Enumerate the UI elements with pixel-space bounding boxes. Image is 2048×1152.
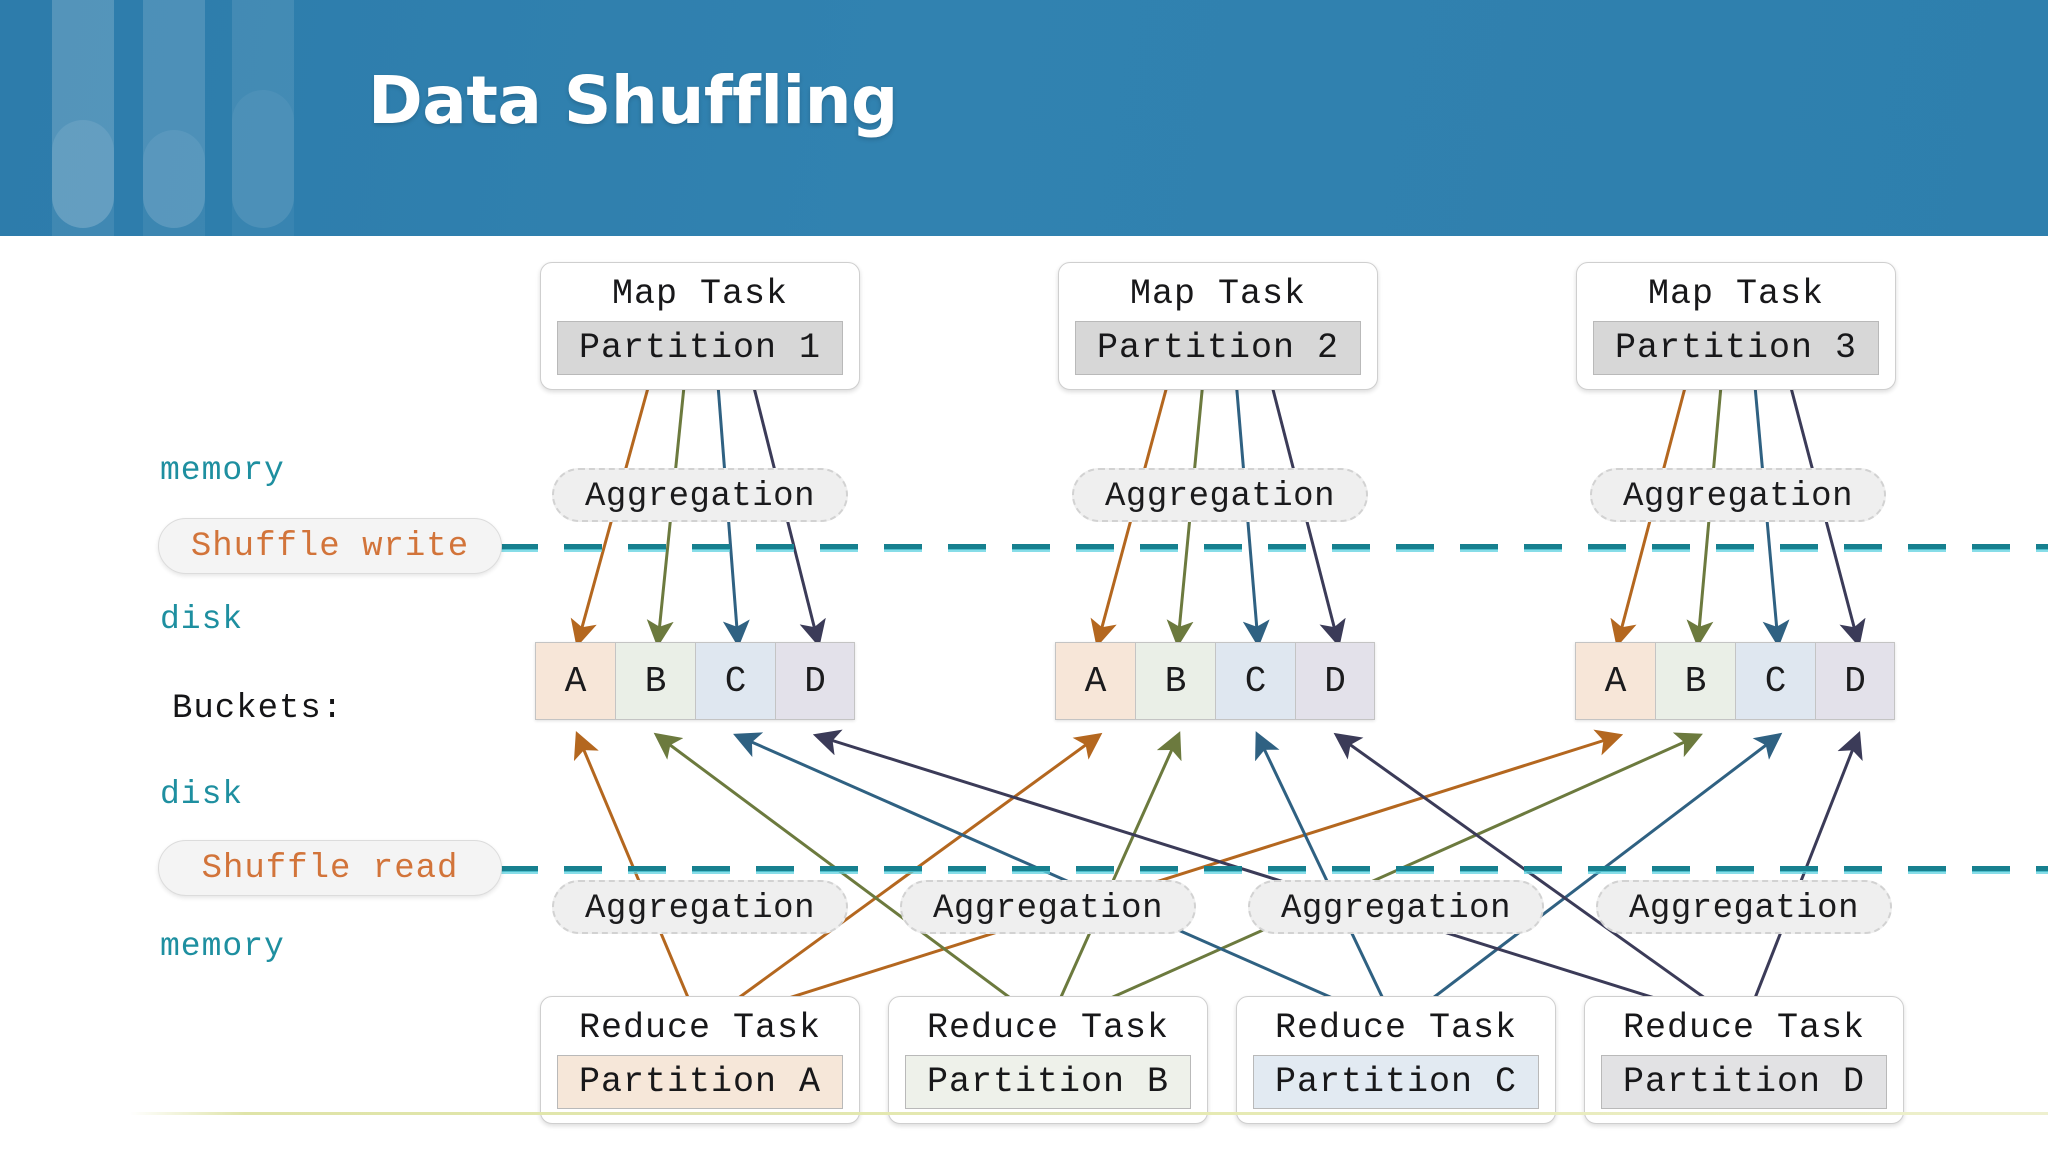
bucket-cell-b[interactable]: B [1655, 642, 1735, 720]
map-task-partition: Partition 3 [1593, 321, 1879, 375]
header-deco-bar-lower-2 [143, 130, 205, 236]
map-task-partition: Partition 2 [1075, 321, 1361, 375]
shuffle-write-rule [500, 544, 2048, 552]
bucket-cell-c[interactable]: C [1735, 642, 1815, 720]
header-deco-bar-1 [52, 0, 114, 228]
bucket-cell-c[interactable]: C [695, 642, 775, 720]
reduce-task-title: Reduce Task [578, 1008, 822, 1048]
bucket-cell-a[interactable]: A [1575, 642, 1655, 720]
map-task-partition: Partition 1 [557, 321, 843, 375]
map-task-title: Map Task [611, 274, 789, 314]
label-disk-lower: disk [160, 776, 244, 813]
label-buckets: Buckets: [172, 690, 344, 728]
shuffle-write-pill[interactable]: Shuffle write [158, 518, 502, 574]
footer-divider [130, 1112, 2048, 1115]
aggregation-bottom-2[interactable]: Aggregation [900, 880, 1196, 934]
aggregation-bottom-4[interactable]: Aggregation [1596, 880, 1892, 934]
bucket-cell-d[interactable]: D [775, 642, 855, 720]
bucket-cell-d[interactable]: D [1815, 642, 1895, 720]
header-deco-bar-lower-3 [232, 90, 294, 236]
reduce-task-c[interactable]: Reduce Task Partition C [1236, 996, 1556, 1124]
slide-header: Data Shuffling [0, 0, 2048, 236]
reduce-task-d[interactable]: Reduce Task Partition D [1584, 996, 1904, 1124]
shuffle-read-rule [500, 866, 2048, 874]
map-task-3[interactable]: Map Task Partition 3 [1576, 262, 1896, 390]
header-deco-bar-3 [232, 0, 294, 228]
header-deco-bar-lower-1 [52, 120, 114, 236]
reduce-task-a[interactable]: Reduce Task Partition A [540, 996, 860, 1124]
reduce-task-partition: Partition B [905, 1055, 1191, 1109]
map-task-2[interactable]: Map Task Partition 2 [1058, 262, 1378, 390]
label-disk-upper: disk [160, 601, 244, 638]
aggregation-top-3[interactable]: Aggregation [1590, 468, 1886, 522]
header-deco-bar-2 [143, 0, 205, 228]
label-memory-bottom: memory [160, 928, 285, 965]
map-task-1[interactable]: Map Task Partition 1 [540, 262, 860, 390]
reduce-task-partition: Partition A [557, 1055, 843, 1109]
map-task-title: Map Task [1129, 274, 1307, 314]
bucket-cell-b[interactable]: B [615, 642, 695, 720]
aggregation-top-2[interactable]: Aggregation [1072, 468, 1368, 522]
bucket-cell-a[interactable]: A [535, 642, 615, 720]
bucket-cell-d[interactable]: D [1295, 642, 1375, 720]
bucket-cell-c[interactable]: C [1215, 642, 1295, 720]
shuffle-read-pill[interactable]: Shuffle read [158, 840, 502, 896]
aggregation-bottom-1[interactable]: Aggregation [552, 880, 848, 934]
reduce-task-title: Reduce Task [926, 1008, 1170, 1048]
bucket-cell-a[interactable]: A [1055, 642, 1135, 720]
map-task-title: Map Task [1647, 274, 1825, 314]
bucket-group-1: A B C D [535, 642, 855, 720]
aggregation-bottom-3[interactable]: Aggregation [1248, 880, 1544, 934]
reduce-task-partition: Partition C [1253, 1055, 1539, 1109]
label-memory-top: memory [160, 452, 285, 489]
bucket-cell-b[interactable]: B [1135, 642, 1215, 720]
reduce-task-title: Reduce Task [1622, 1008, 1866, 1048]
page-title: Data Shuffling [368, 62, 898, 139]
reduce-task-b[interactable]: Reduce Task Partition B [888, 996, 1208, 1124]
aggregation-top-1[interactable]: Aggregation [552, 468, 848, 522]
reduce-task-partition: Partition D [1601, 1055, 1887, 1109]
bucket-group-3: A B C D [1575, 642, 1895, 720]
bucket-group-2: A B C D [1055, 642, 1375, 720]
reduce-task-title: Reduce Task [1274, 1008, 1518, 1048]
